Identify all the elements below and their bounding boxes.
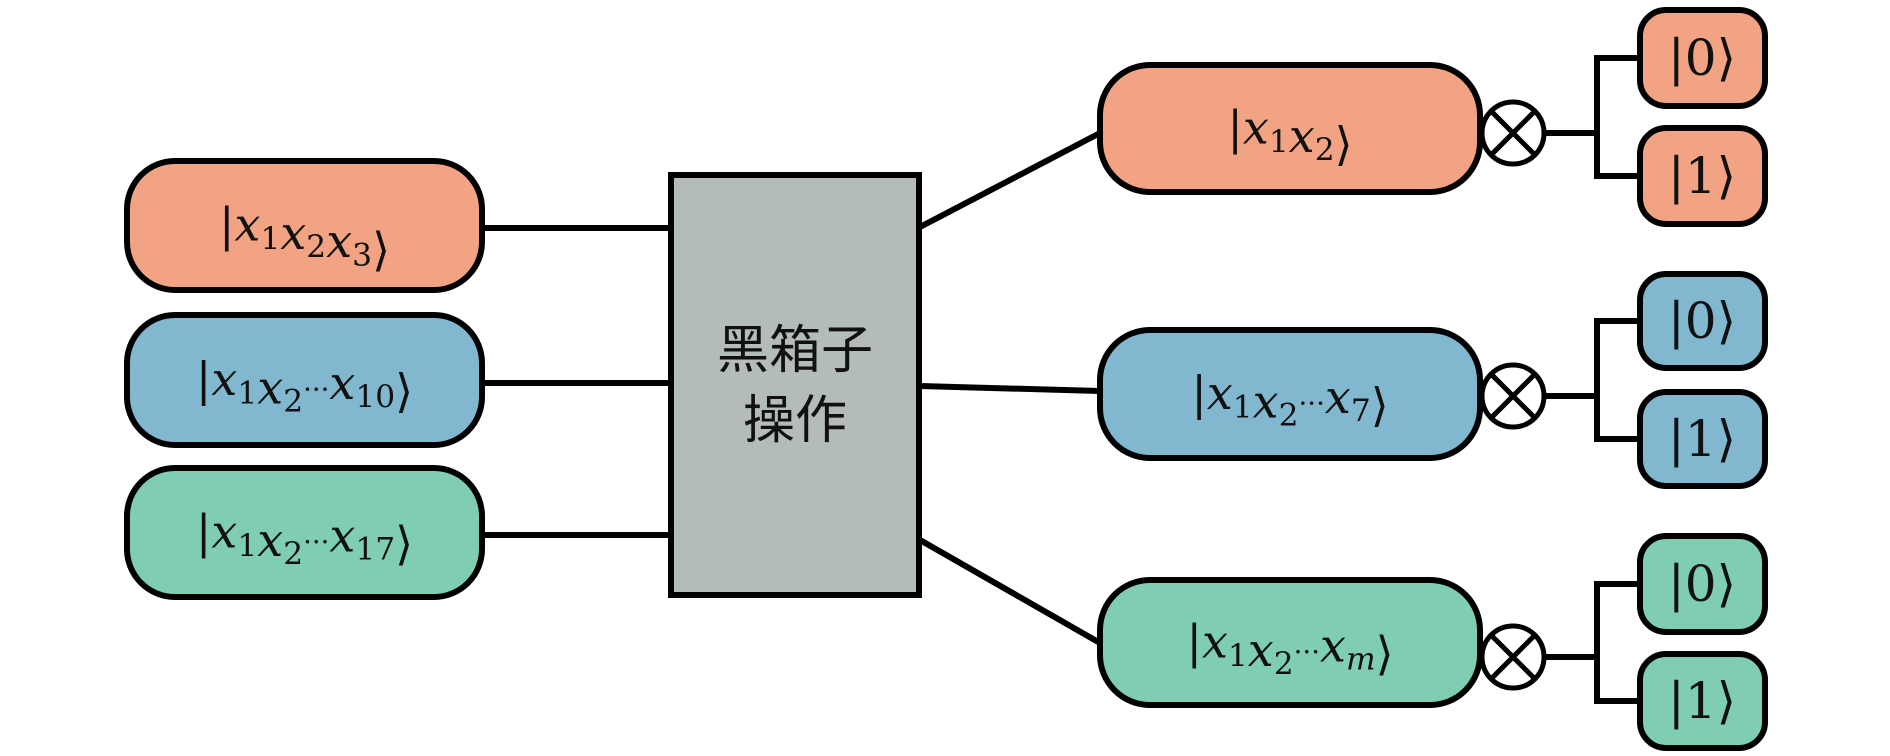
circled-times-icon [1479,99,1547,167]
branch-fork [1594,55,1640,179]
blackbox-label-line1: 黑箱子 [717,321,873,381]
basis-state-label: |0⟩ [1668,555,1736,613]
branch-fork [1594,581,1640,704]
output-connector-line [919,383,1101,394]
state-label: |x1x2···x7⟩ [1191,366,1388,434]
input-state-box: |x1x2···x10⟩ [124,312,485,448]
state-label: |x1x2x3⟩ [219,198,390,277]
circled-times-icon [1479,623,1547,691]
basis-state-zero: |0⟩ [1637,533,1768,635]
state-label: |x1x2···xm⟩ [1186,615,1393,683]
output-connector-line [918,130,1102,230]
basis-state-one: |1⟩ [1637,125,1768,227]
output-state-group: |x1x2···xm⟩ |0⟩ |1⟩ [1097,533,1768,751]
basis-state-zero: |0⟩ [1637,271,1768,371]
output-connector-line [918,537,1102,646]
input-state-box: |x1x2···x17⟩ [124,465,485,600]
input-state-box-shape [124,312,485,448]
basis-state-label: |1⟩ [1668,410,1736,468]
output-state-group: |x1x2···x7⟩ |0⟩ |1⟩ [1097,271,1768,489]
basis-state-one: |1⟩ [1637,651,1768,751]
basis-state-label: |0⟩ [1668,292,1736,350]
state-label: |x1x2···x10⟩ [196,352,413,420]
blackbox-label-line2: 操作 [743,391,847,451]
input-state-box-shape [124,465,485,600]
basis-state-label: |1⟩ [1668,147,1736,205]
input-state-box-shape [124,158,485,293]
state-label: |x1x2⟩ [1227,101,1352,172]
basis-state-zero: |0⟩ [1637,7,1768,109]
input-state-box: |x1x2x3⟩ [124,158,485,293]
basis-state-one: |1⟩ [1637,389,1768,489]
basis-state-label: |0⟩ [1668,29,1736,87]
basis-state-label: |1⟩ [1668,672,1736,730]
state-label: |x1x2···x17⟩ [196,505,413,573]
circled-times-icon [1479,362,1547,430]
output-state-box [1097,577,1483,708]
blackbox-shape [668,172,922,598]
output-state-group: |x1x2⟩ |0⟩ |1⟩ [1097,7,1768,227]
output-state-box [1097,327,1483,461]
branch-fork [1594,318,1640,442]
